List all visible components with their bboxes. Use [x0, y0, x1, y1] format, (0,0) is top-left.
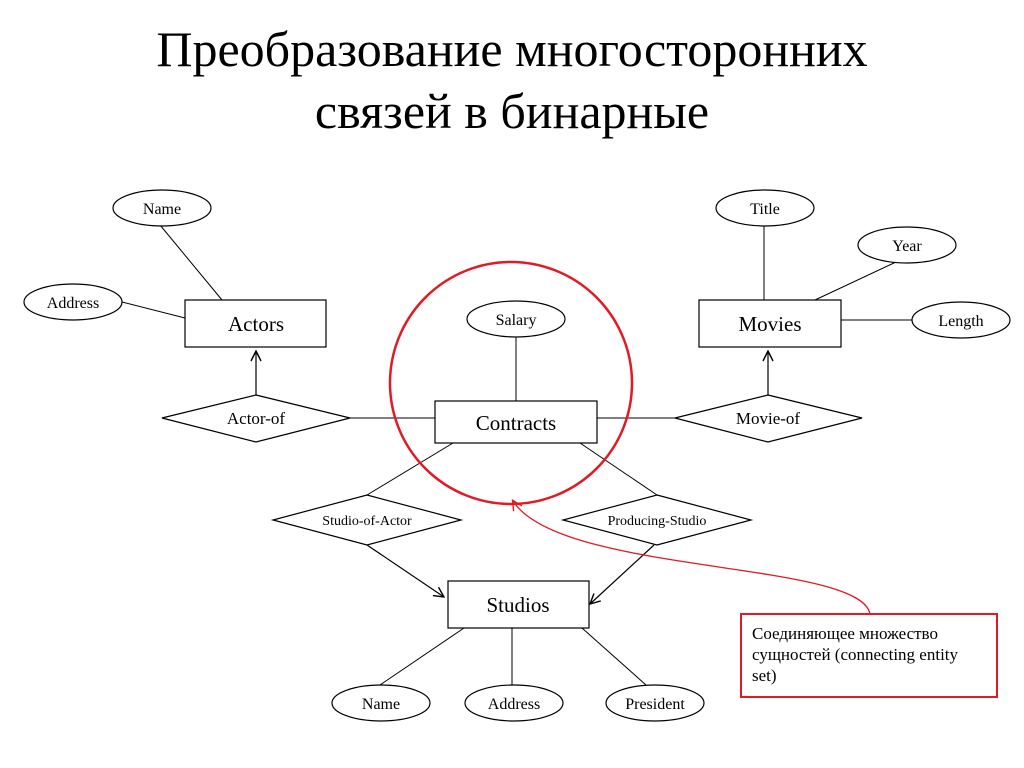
callout-box: Соединяющее множество сущностей (connect… — [740, 613, 998, 698]
relationship-studio-of-actor-label: Studio-of-Actor — [322, 514, 412, 529]
title-line-2: связей в бинарные — [314, 83, 710, 139]
callout-text: Соединяющее множество сущностей (connect… — [752, 624, 959, 685]
attr-contract-salary-label: Salary — [496, 312, 537, 329]
attr-movie-title: Title — [715, 189, 815, 227]
relationship-producing-studio-label: Producing-Studio — [608, 514, 707, 529]
attr-movie-year: Year — [857, 226, 957, 264]
attr-movie-title-label: Title — [750, 201, 780, 218]
callout-pointer — [513, 501, 871, 615]
attr-actor-address-label: Address — [47, 295, 99, 312]
edge-contracts-producingstudio — [579, 442, 658, 496]
slide-title: Преобразование многосторонних связей в б… — [0, 18, 1024, 142]
relationship-movie-of: Movie-of — [674, 394, 863, 443]
arrow-producingstudio-to-studios — [590, 544, 655, 604]
entity-actors-label: Actors — [228, 312, 284, 336]
edge-studios-name — [379, 627, 465, 686]
edge-actors-address — [121, 301, 186, 319]
edge-movies-year — [814, 261, 897, 301]
attr-actor-name: Name — [112, 189, 212, 227]
attr-studio-name-label: Name — [362, 696, 400, 713]
attr-studio-address: Address — [464, 684, 564, 722]
edge-studios-president — [581, 627, 647, 686]
attr-studio-president-label: President — [625, 696, 685, 713]
entity-actors: Actors — [184, 299, 327, 348]
entity-movies-label: Movies — [739, 312, 802, 336]
attr-studio-name: Name — [331, 684, 431, 722]
attr-contract-salary: Salary — [466, 300, 566, 338]
relationship-producing-studio: Producing-Studio — [560, 494, 754, 546]
relationship-movie-of-label: Movie-of — [736, 409, 801, 428]
attr-actor-name-label: Name — [143, 201, 181, 218]
attr-studio-president: President — [605, 684, 705, 722]
attr-movie-length-label: Length — [938, 313, 983, 330]
relationship-actor-of: Actor-of — [161, 394, 351, 443]
entity-studios: Studios — [447, 580, 590, 629]
attr-movie-year-label: Year — [892, 238, 922, 255]
entity-contracts: Contracts — [434, 400, 598, 444]
edge-actors-name — [159, 224, 223, 301]
relationship-actor-of-label: Actor-of — [227, 409, 286, 428]
entity-contracts-label: Contracts — [476, 411, 556, 435]
title-line-1: Преобразование многосторонних — [156, 21, 868, 77]
highlight-circle — [388, 260, 634, 506]
arrow-studioofactor-to-studios — [366, 544, 444, 597]
attr-studio-address-label: Address — [488, 696, 540, 713]
relationship-studio-of-actor: Studio-of-Actor — [270, 494, 464, 546]
edge-contracts-studioofactor — [366, 442, 454, 496]
attr-movie-length: Length — [911, 301, 1011, 339]
attr-actor-address: Address — [23, 283, 123, 321]
entity-movies: Movies — [698, 299, 842, 348]
entity-studios-label: Studios — [486, 593, 549, 617]
